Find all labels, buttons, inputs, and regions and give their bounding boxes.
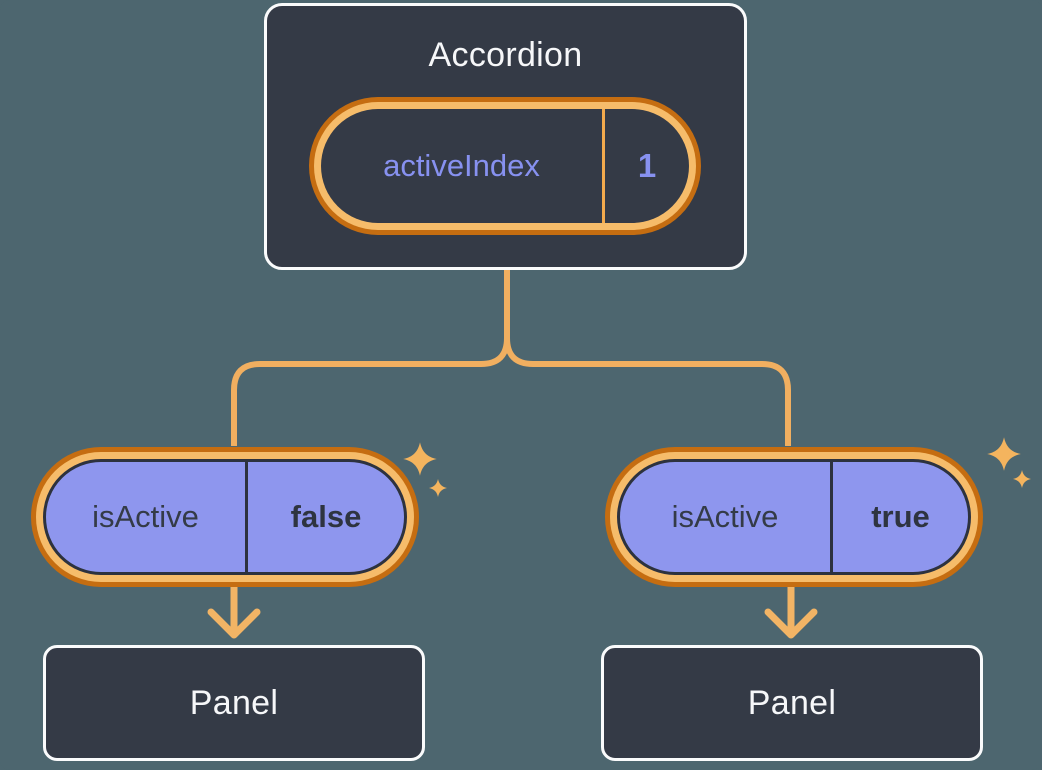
sparkle-icon <box>403 442 437 476</box>
prop-pill-divider <box>245 462 248 572</box>
arrow-down-icon <box>207 582 261 639</box>
prop-pill-isactive-true: isActive true <box>617 459 971 575</box>
sparkle-icon <box>987 437 1021 471</box>
panel-label: Panel <box>189 683 279 722</box>
prop-pill-name: isActive <box>671 499 779 534</box>
state-pill-value: 1 <box>637 147 657 184</box>
prop-pill-name: isActive <box>92 499 199 534</box>
panel-label: Panel <box>747 683 837 722</box>
prop-pill-divider <box>830 462 833 572</box>
arrow-down-icon <box>764 582 818 639</box>
state-pill-divider <box>602 109 605 223</box>
accordion-node: Accordion activeIndex 1 <box>264 3 747 270</box>
accordion-label: Accordion <box>428 36 583 74</box>
state-pill-name: activeIndex <box>383 148 540 183</box>
prop-pill-value: false <box>290 499 362 534</box>
sparkle-icon <box>429 479 447 497</box>
state-pill: activeIndex 1 <box>321 109 689 223</box>
connector-left <box>231 270 510 446</box>
panel-node-right: Panel <box>601 645 983 761</box>
connector-right <box>504 270 791 446</box>
prop-pill-value: true <box>871 499 930 534</box>
panel-node-left: Panel <box>43 645 425 761</box>
prop-pill-isactive-false: isActive false <box>43 459 407 575</box>
sparkle-icon <box>1013 470 1031 488</box>
